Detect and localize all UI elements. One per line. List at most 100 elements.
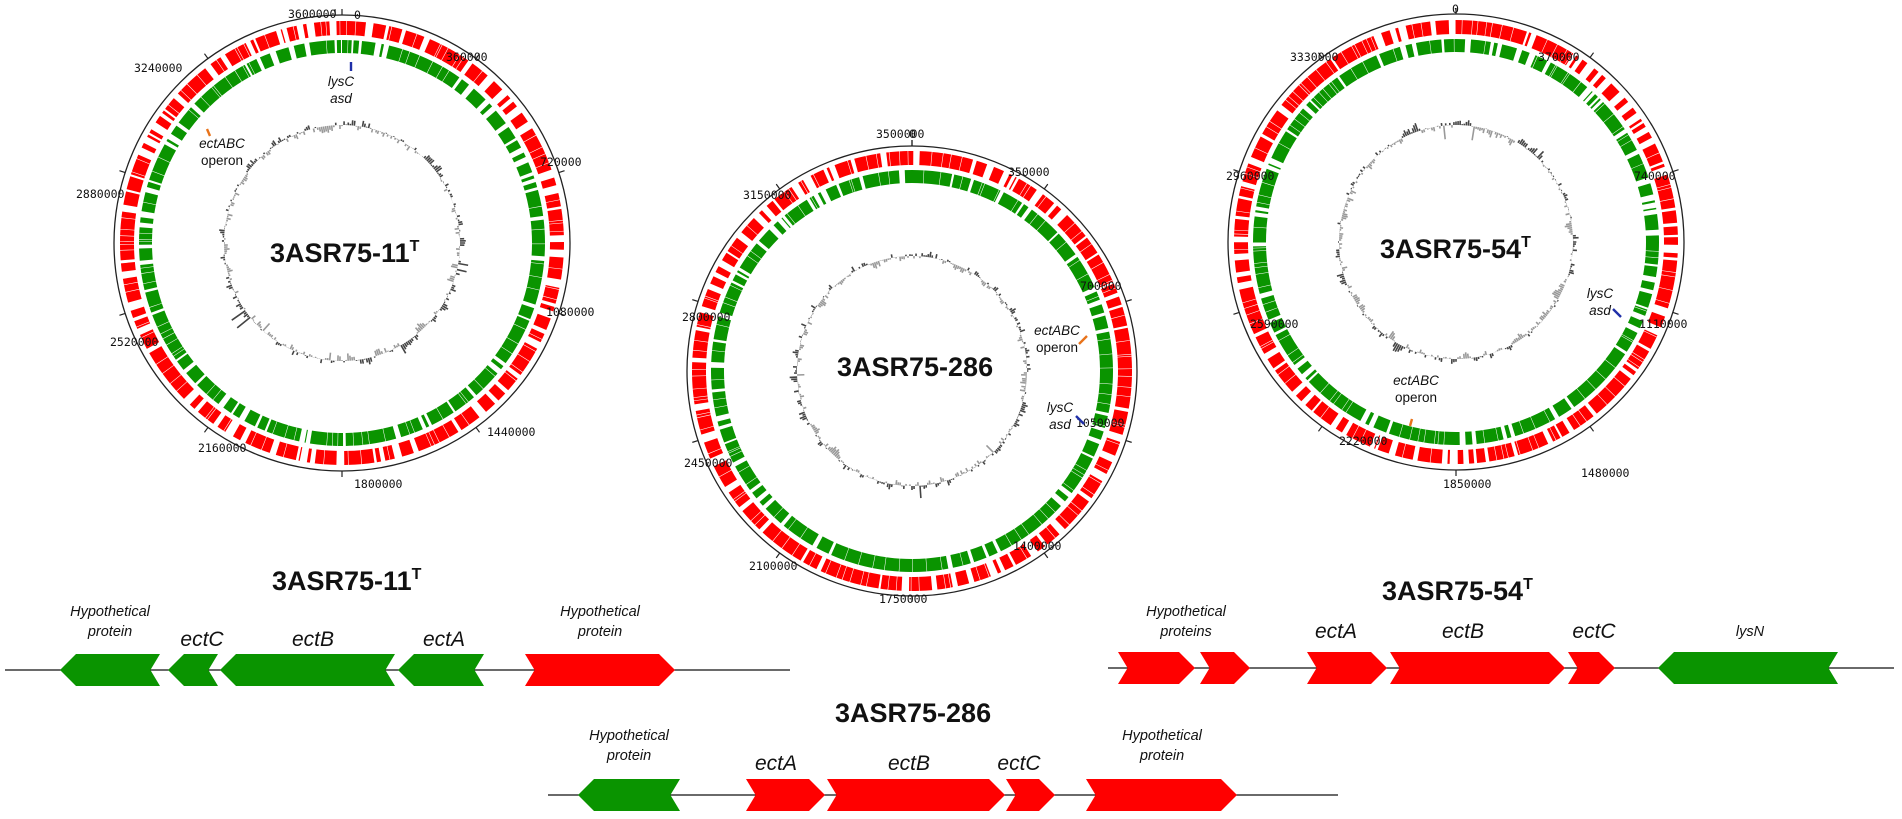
scale-tick-label: 3500000	[876, 127, 925, 141]
genome-title-text: 3ASR75-54	[1380, 234, 1521, 264]
gene-arrow	[1390, 652, 1565, 684]
gene-arrow	[1568, 652, 1615, 684]
scale-tick	[1233, 311, 1240, 315]
scale-tick	[1672, 169, 1679, 173]
genome-title-superscript: T	[1521, 234, 1531, 251]
scale-tick-label: 1080000	[546, 305, 595, 319]
gene-map-title: 3ASR75-11T	[272, 566, 422, 596]
gene-arrow	[746, 779, 825, 811]
scale-tick	[558, 312, 565, 316]
gene-label: ectC	[1572, 620, 1616, 643]
gene-label: Hypothetical	[589, 728, 670, 744]
scale-tick	[475, 53, 481, 59]
scale-tick-label: 1800000	[354, 477, 403, 491]
scale-tick	[203, 427, 209, 433]
gene-map-title-text: 3ASR75-11	[272, 566, 412, 596]
annotation-label-line2: operon	[1395, 390, 1437, 405]
gene-arrow	[1118, 652, 1195, 684]
circular-genome-map-g286: 0350000700000105000014000001750000210000…	[682, 127, 1138, 606]
ectABC-marker	[205, 128, 212, 137]
genome-title: 3ASR75-286	[837, 352, 993, 382]
gene-arrow	[1200, 652, 1250, 684]
gene-arrow	[827, 779, 1005, 811]
gene-label: ectC	[997, 752, 1041, 775]
annotation-label-line2: operon	[1036, 340, 1078, 355]
scale-tick	[1125, 439, 1132, 443]
gene-map-title-superscript: T	[1523, 576, 1533, 593]
annotation-label-line1: lysC	[1047, 400, 1073, 415]
gc-skew-positive	[1335, 120, 1579, 364]
gc-skew-positive	[219, 120, 469, 365]
scale-tick	[692, 299, 699, 303]
gene-map-title-superscript: T	[412, 566, 422, 583]
scale-tick-label: 2520000	[110, 335, 159, 349]
gc-skew-negative	[224, 124, 460, 361]
scale-tick	[1589, 52, 1595, 58]
scale-tick-label: 0	[354, 8, 361, 22]
scale-tick-label: 3600000	[288, 7, 337, 21]
scale-tick	[1233, 169, 1240, 173]
genome-title-text: 3ASR75-286	[837, 352, 993, 382]
genome-title-text: 3ASR75-11	[270, 238, 410, 268]
gene-label: protein	[1139, 748, 1184, 764]
annotation-label-line1: lysC	[1587, 286, 1613, 301]
annotation-label-line2: asd	[1049, 417, 1071, 432]
annotation-label-line1: ectABC	[199, 136, 245, 151]
annotation-label-line1: lysC	[328, 74, 354, 89]
genome-title: 3ASR75-11T	[270, 238, 420, 268]
scale-tick-label: 0	[1452, 2, 1459, 16]
scale-tick-label: 0	[909, 127, 916, 141]
gc-skew-positive	[789, 251, 1031, 499]
scale-tick-label: 2220000	[1339, 434, 1388, 448]
scale-tick	[203, 53, 209, 59]
lysC-asd-marker	[1075, 415, 1085, 425]
genome-title: 3ASR75-54T	[1380, 234, 1531, 264]
gene-label: ectA	[423, 628, 465, 651]
scale-tick	[1317, 426, 1323, 432]
gene-label: ectA	[755, 752, 797, 775]
gene-label: proteins	[1159, 624, 1212, 640]
annotation-label-line2: asd	[330, 91, 352, 106]
annotation-label-line1: ectABC	[1393, 373, 1439, 388]
lysC-asd-marker	[1612, 308, 1622, 318]
scale-tick	[1043, 183, 1049, 190]
gene-label: protein	[606, 748, 651, 764]
scale-tick-label: 1850000	[1443, 477, 1492, 491]
genome-title-superscript: T	[410, 238, 420, 255]
scale-tick-label: 3240000	[134, 61, 183, 75]
circular-genome-map-g54: 0370000740000111000014800001850000222000…	[1226, 2, 1688, 491]
scale-tick-label: 720000	[540, 155, 582, 169]
scale-tick-label: 2160000	[198, 441, 247, 455]
ectABC-marker	[1408, 418, 1414, 427]
scale-tick-label: 370000	[1538, 50, 1580, 64]
scale-tick	[1589, 426, 1595, 432]
gene-label: Hypothetical	[1146, 604, 1227, 620]
scale-tick-label: 3150000	[743, 188, 792, 202]
gc-skew-negative	[797, 256, 1027, 486]
gene-map-title: 3ASR75-286	[835, 698, 991, 728]
gene-arrow	[1086, 779, 1237, 811]
scale-tick-label: 740000	[1634, 169, 1676, 183]
gene-arrow	[398, 654, 484, 686]
scale-tick-label: 360000	[446, 50, 488, 64]
scale-tick	[558, 170, 565, 174]
scale-tick-label: 2880000	[76, 187, 125, 201]
gene-label: ectC	[180, 628, 224, 651]
scale-tick	[1317, 52, 1323, 58]
scale-tick-label: 1110000	[1639, 317, 1688, 331]
gene-arrow	[525, 654, 675, 686]
gene-map-title: 3ASR75-54T	[1382, 576, 1533, 606]
scale-tick	[775, 183, 781, 190]
scale-tick-label: 1440000	[487, 425, 536, 439]
circular-genome-map-g11: 0 360000 720000 1080000 1440000 1800000 216000…	[76, 7, 595, 491]
gene-label: protein	[577, 624, 622, 640]
scale-tick-label: 3330000	[1290, 50, 1339, 64]
annotation-label-line2: asd	[1589, 303, 1611, 318]
gene-map-title-text: 3ASR75-54	[1382, 576, 1523, 606]
scale-tick-label: 2450000	[684, 456, 733, 470]
scale-tick-label: 2100000	[749, 559, 798, 573]
